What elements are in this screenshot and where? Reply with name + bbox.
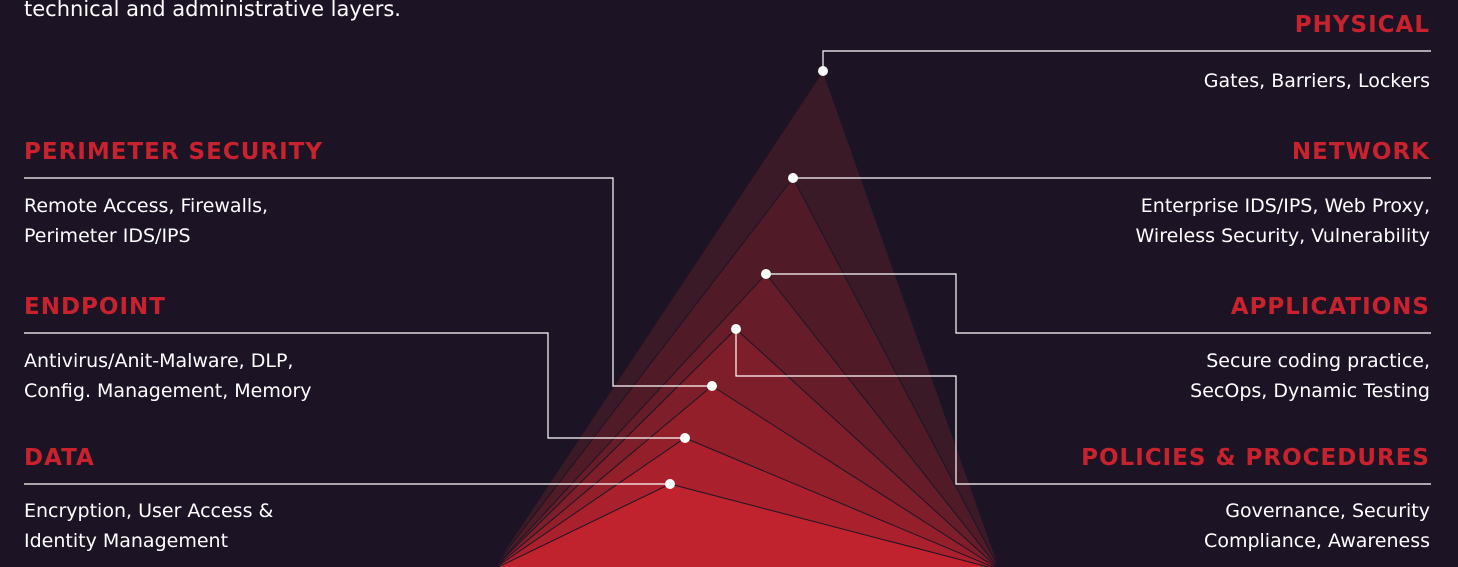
policies-title: POLICIES & PROCEDURES bbox=[1081, 443, 1430, 473]
pyramid-layers bbox=[492, 71, 1000, 567]
data-title: DATA bbox=[24, 443, 95, 473]
data-dot bbox=[665, 479, 675, 489]
data-desc-line-2: Identity Management bbox=[24, 526, 273, 556]
physical-title: PHYSICAL bbox=[1295, 10, 1430, 40]
endpoint-title: ENDPOINT bbox=[24, 292, 166, 322]
data-description: Encryption, User Access & Identity Manag… bbox=[24, 496, 273, 556]
endpoint-desc-line-2: Config. Management, Memory bbox=[24, 376, 312, 406]
physical-desc-line-1: Gates, Barriers, Lockers bbox=[1204, 66, 1430, 96]
applications-dot bbox=[761, 269, 771, 279]
applications-desc-line-1: Secure coding practice, bbox=[1190, 346, 1430, 376]
network-desc-line-2: Wireless Security, Vulnerability bbox=[1136, 221, 1430, 251]
policies-desc-line-2: Compliance, Awareness bbox=[1204, 526, 1430, 556]
perimeter-dot bbox=[707, 381, 717, 391]
perimeter-desc-line-2: Perimeter IDS/IPS bbox=[24, 221, 268, 251]
endpoint-desc-line-1: Antivirus/Anit-Malware, DLP, bbox=[24, 346, 312, 376]
network-description: Enterprise IDS/IPS, Web Proxy, Wireless … bbox=[1136, 191, 1430, 251]
perimeter-desc-line-1: Remote Access, Firewalls, bbox=[24, 191, 268, 221]
perimeter-title: PERIMETER SECURITY bbox=[24, 137, 323, 167]
policies-desc-line-1: Governance, Security bbox=[1204, 496, 1430, 526]
endpoint-description: Antivirus/Anit-Malware, DLP, Config. Man… bbox=[24, 346, 312, 406]
network-dot bbox=[788, 173, 798, 183]
policies-description: Governance, Security Compliance, Awarene… bbox=[1204, 496, 1430, 556]
endpoint-dot bbox=[680, 433, 690, 443]
perimeter-description: Remote Access, Firewalls, Perimeter IDS/… bbox=[24, 191, 268, 251]
applications-title: APPLICATIONS bbox=[1231, 292, 1430, 322]
network-title: NETWORK bbox=[1292, 137, 1430, 167]
physical-dot bbox=[818, 66, 828, 76]
applications-description: Secure coding practice, SecOps, Dynamic … bbox=[1190, 346, 1430, 406]
intro-text: technical and administrative layers. bbox=[24, 0, 401, 23]
applications-desc-line-2: SecOps, Dynamic Testing bbox=[1190, 376, 1430, 406]
data-desc-line-1: Encryption, User Access & bbox=[24, 496, 273, 526]
network-desc-line-1: Enterprise IDS/IPS, Web Proxy, bbox=[1136, 191, 1430, 221]
physical-description: Gates, Barriers, Lockers bbox=[1204, 66, 1430, 96]
policies-dot bbox=[731, 324, 741, 334]
